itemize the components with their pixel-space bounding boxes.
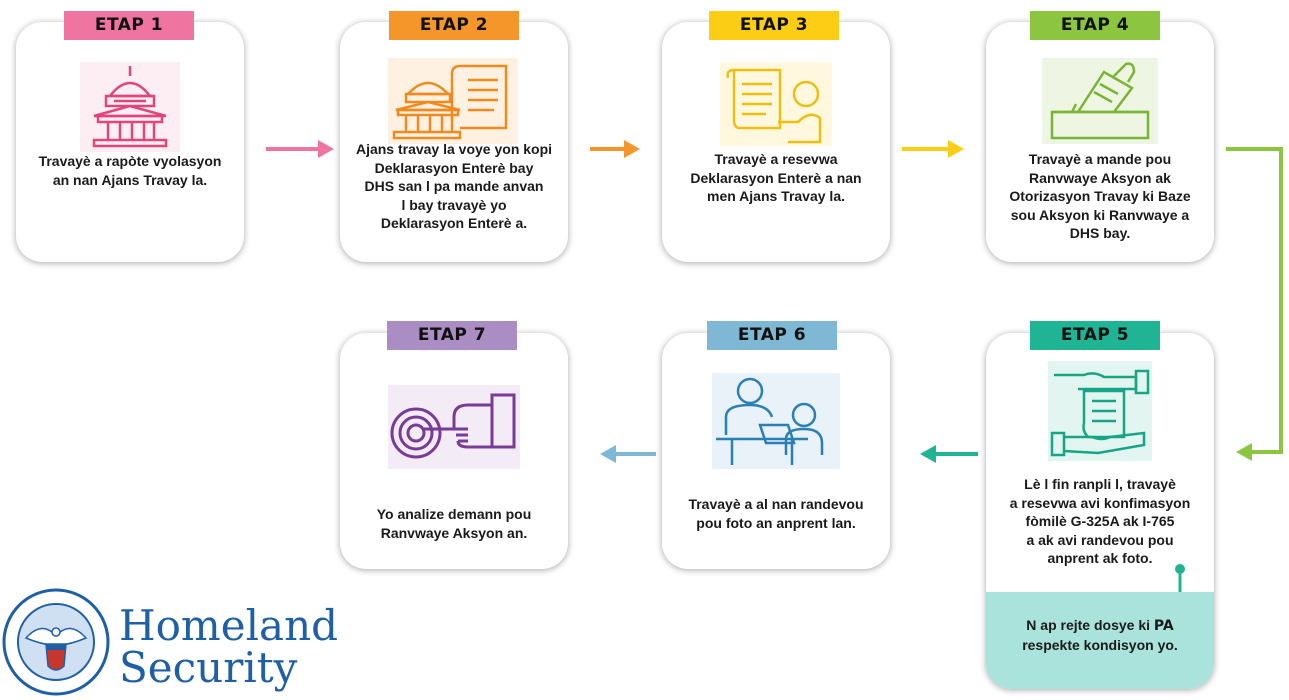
step-3-text: Travayè a resevwa Deklarasyon Enterè a n… bbox=[690, 151, 862, 204]
step-1-text: Travayè a rapòte vyolasyon an nan Ajans … bbox=[38, 153, 222, 188]
step-card-7: Yo analize demann pou Ranvwaye Aksyon an… bbox=[340, 333, 568, 569]
logo-wordmark-line2: Security bbox=[119, 643, 298, 692]
arrow-step2-to-step3 bbox=[590, 140, 640, 158]
dhs-logo: Homeland Security bbox=[2, 588, 342, 696]
step-5-text: Lè l fin ranpli l, travayè a resevwa avi… bbox=[1009, 476, 1191, 566]
hand-pressing-target-icon bbox=[388, 385, 520, 469]
step-card-3: Travayè a resevwa Deklarasyon Enterè a n… bbox=[662, 22, 890, 262]
arrow-step1-to-step2 bbox=[266, 140, 334, 158]
step-2-text: Ajans travay la voye yon kopi Deklarasyo… bbox=[355, 141, 553, 231]
arrow-step3-to-step4 bbox=[902, 140, 964, 158]
step-7-tag: ETAP 7 bbox=[387, 321, 517, 350]
arrow-step5-to-step6 bbox=[920, 445, 978, 463]
step-card-6: Travayè a al nan randevou pou foto an an… bbox=[662, 333, 890, 569]
step-3-tag: ETAP 3 bbox=[709, 11, 839, 40]
step-4-tag: ETAP 4 bbox=[1030, 11, 1160, 40]
step-card-4: Travayè a mande pou Ranvwaye Aksyon ak O… bbox=[986, 22, 1214, 262]
ballot-box-icon bbox=[1042, 58, 1158, 144]
building-with-document-icon bbox=[388, 58, 518, 144]
step-card-2: Ajans travay la voye yon kopi Deklarasyo… bbox=[340, 22, 568, 262]
arrow-step6-to-step7 bbox=[600, 445, 656, 463]
step-4-text: Travayè a mande pou Ranvwaye Aksyon ak O… bbox=[1009, 151, 1191, 241]
arrow-step4-to-step5 bbox=[1226, 147, 1283, 461]
rejection-note: N ap rejte dosye ki PA respekte kondisyo… bbox=[986, 592, 1214, 689]
people-meeting-icon bbox=[712, 373, 840, 469]
hands-passing-document-icon bbox=[1048, 361, 1152, 461]
step-card-5: Lè l fin ranpli l, travayè a resevwa avi… bbox=[986, 333, 1214, 689]
dhs-seal-icon bbox=[2, 588, 110, 696]
note-text-before: N ap rejte dosye ki bbox=[1026, 617, 1154, 633]
note-highlight: PA bbox=[1153, 618, 1174, 634]
step-card-1: Travayè a rapòte vyolasyon an nan Ajans … bbox=[16, 22, 244, 262]
step-1-tag: ETAP 1 bbox=[64, 11, 194, 40]
note-text-after: respekte kondisyon yo. bbox=[1022, 637, 1178, 653]
step-5-tag: ETAP 5 bbox=[1030, 321, 1160, 350]
capitol-building-icon bbox=[80, 62, 180, 152]
person-receiving-document-icon bbox=[720, 62, 832, 146]
step-6-text: Travayè a al nan randevou pou foto an an… bbox=[688, 496, 864, 531]
step-6-tag: ETAP 6 bbox=[707, 321, 837, 350]
step-7-text: Yo analize demann pou Ranvwaye Aksyon an… bbox=[376, 506, 532, 541]
logo-wordmark-line1: Homeland bbox=[119, 601, 339, 650]
step-2-tag: ETAP 2 bbox=[389, 11, 519, 40]
